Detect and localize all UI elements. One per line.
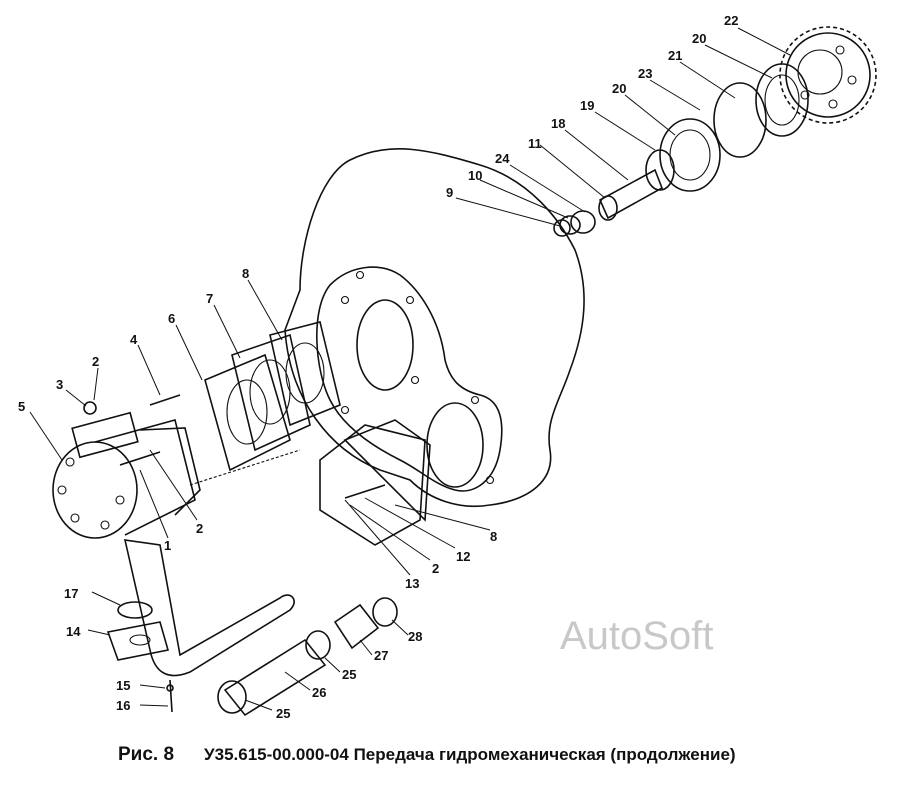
callout-6: 6 <box>168 311 175 326</box>
callout-1: 1 <box>164 538 171 553</box>
ring-21 <box>713 82 767 158</box>
splined-shaft-18 <box>598 168 663 220</box>
callout-26: 26 <box>312 685 326 700</box>
callout-10: 10 <box>468 168 482 183</box>
pipe <box>123 539 295 677</box>
flange-hole <box>410 375 420 385</box>
washer-10 <box>559 215 581 235</box>
gasket-8-lower <box>343 419 431 522</box>
flange-bore-upper <box>356 299 414 391</box>
flange-hole <box>340 405 350 415</box>
gasket-8-upper <box>269 321 341 427</box>
o-ring-17 <box>117 601 153 619</box>
flange-14 <box>106 621 170 661</box>
gear-22 <box>779 26 877 124</box>
pin-4 <box>149 394 181 406</box>
fitting-27 <box>333 603 380 650</box>
callout-7: 7 <box>206 291 213 306</box>
cover-plate-12 <box>319 424 426 546</box>
watermark: AutoSoft <box>560 614 714 658</box>
callout-2: 2 <box>432 561 439 576</box>
callout-18: 18 <box>551 116 565 131</box>
flange-bore-lower <box>426 402 484 488</box>
bearing-20-upper <box>755 63 809 137</box>
callout-9: 9 <box>446 185 453 200</box>
callout-5: 5 <box>18 399 25 414</box>
housing-flange <box>316 266 503 492</box>
flange-hole <box>340 295 350 305</box>
callout-19: 19 <box>580 98 594 113</box>
callout-25: 25 <box>276 706 290 721</box>
figure-title: У35.615-00.000-04 Передача гидромеханиче… <box>204 745 736 764</box>
callout-24: 24 <box>495 151 510 166</box>
callout-12: 12 <box>456 549 470 564</box>
flange-hole <box>355 270 365 280</box>
bolt-13 <box>344 484 386 499</box>
callout-21: 21 <box>668 48 682 63</box>
bearing-20-lower <box>659 118 721 192</box>
callout-labels: 22 20 21 23 20 19 18 11 24 10 9 8 7 6 4 … <box>18 13 738 721</box>
figure-label: Рис. 8 <box>118 744 175 765</box>
flange-hole <box>485 475 495 485</box>
gasket-6 <box>204 353 291 472</box>
callout-8: 8 <box>490 529 497 544</box>
washer-15 <box>166 684 174 692</box>
figure-caption: Рис. 8 У35.615-00.000-04 Передача гидроме… <box>118 744 736 766</box>
gasket-7 <box>231 333 311 452</box>
hose-26 <box>223 638 327 717</box>
callout-28: 28 <box>408 629 422 644</box>
clamp-25-upper <box>305 630 331 660</box>
callout-20: 20 <box>692 31 706 46</box>
callout-2: 2 <box>196 521 203 536</box>
callout-16: 16 <box>116 698 130 713</box>
callout-14: 14 <box>66 624 81 639</box>
callout-3: 3 <box>56 377 63 392</box>
ring-9 <box>553 219 571 237</box>
callout-15: 15 <box>116 678 130 693</box>
clamp-25-lower <box>217 680 247 714</box>
callout-4: 4 <box>130 332 138 347</box>
callout-8: 8 <box>242 266 249 281</box>
pump-5 <box>52 411 196 539</box>
exploded-assembly-drawing: 22 20 21 23 20 19 18 11 24 10 9 8 7 6 4 … <box>18 13 877 721</box>
callout-13: 13 <box>405 576 419 591</box>
callout-11: 11 <box>528 136 542 151</box>
bearing-11 <box>598 195 618 221</box>
callout-2: 2 <box>92 354 99 369</box>
flange-hole <box>470 395 480 405</box>
leader-lines <box>29 27 791 711</box>
flange-hole <box>405 295 415 305</box>
callout-25: 25 <box>342 667 356 682</box>
axis-line <box>189 449 301 486</box>
pump-bracket <box>139 427 201 516</box>
callout-17: 17 <box>64 586 78 601</box>
callout-23: 23 <box>638 66 652 81</box>
o-ring-28 <box>372 597 398 627</box>
nut-3 <box>83 401 97 415</box>
transmission-housing-outline <box>284 148 585 508</box>
callout-22: 22 <box>724 13 738 28</box>
snap-ring-24 <box>570 210 596 234</box>
callout-20: 20 <box>612 81 626 96</box>
callout-27: 27 <box>374 648 388 663</box>
